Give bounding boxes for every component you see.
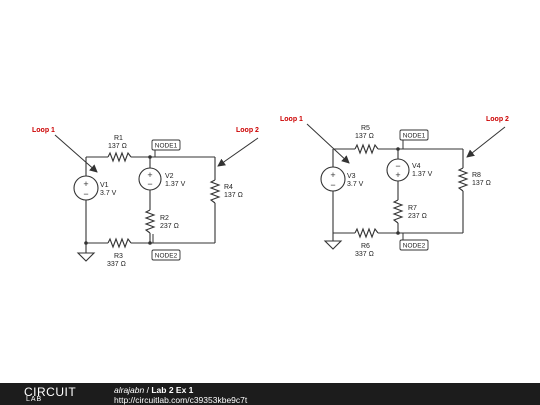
c1-node1-label: NODE1 xyxy=(155,143,178,150)
c2-v3-name: V3 xyxy=(347,173,356,180)
c2-voltage-source-v4-icon[interactable]: − + xyxy=(386,158,410,182)
schematic-canvas: + − + − Loop 1 Loop 2 R1 137 Ω V1 3.7 V … xyxy=(32,116,509,268)
circuit-2: + − − + Loop 1 Loop 2 R5 137 Ω V3 3.7 V … xyxy=(280,116,509,258)
schematic-title[interactable]: Lab 2 Ex 1 xyxy=(151,385,194,395)
c1-r2-value: 237 Ω xyxy=(160,223,179,230)
c2-v4-minus-sign: − xyxy=(395,161,400,171)
c1-junction-node2 xyxy=(148,241,152,245)
c1-v2-value: 1.37 V xyxy=(165,181,186,188)
c1-junction-node1 xyxy=(148,155,152,159)
c1-loop1-label: Loop 1 xyxy=(32,127,55,134)
c1-loop2-label: Loop 2 xyxy=(236,127,259,134)
circuitlab-logo-sub: LAB xyxy=(26,396,43,403)
c2-v4-plus-sign: + xyxy=(395,170,400,180)
c1-r2-name: R2 xyxy=(160,215,169,222)
c2-junction-node2 xyxy=(396,231,400,235)
author-link[interactable]: alrajabn xyxy=(114,385,145,395)
c2-loop2-label: Loop 2 xyxy=(486,116,509,123)
c2-r7-value: 237 Ω xyxy=(408,213,427,220)
footer-bar: CIRCUIT LAB alrajabn / Lab 2 Ex 1 http:/… xyxy=(0,383,540,405)
c2-r6-value: 337 Ω xyxy=(355,251,374,258)
c2-voltage-source-v3-icon[interactable]: + − xyxy=(320,166,346,192)
c1-node2-tag[interactable]: NODE2 xyxy=(151,249,181,261)
c1-v1-plus-sign: + xyxy=(83,179,88,189)
c2-loop1-label: Loop 1 xyxy=(280,116,303,123)
c1-r1-name: R1 xyxy=(114,135,123,142)
c1-v1-minus-sign: − xyxy=(83,189,88,199)
c1-resistor-r2-icon[interactable] xyxy=(144,209,156,234)
c1-loop1-arrow xyxy=(54,134,98,173)
c1-voltage-source-v2-icon[interactable]: + − xyxy=(138,167,162,191)
c1-loop2-arrow xyxy=(217,137,259,167)
c2-r6-name: R6 xyxy=(361,243,370,250)
c1-node2-label: NODE2 xyxy=(155,253,178,260)
schematic-url-link[interactable]: http://circuitlab.com/c39353kbe9c7t xyxy=(114,395,248,405)
c2-loop1-arrow xyxy=(306,123,350,164)
c2-r8-value: 137 Ω xyxy=(472,180,491,187)
c2-v4-value: 1.37 V xyxy=(412,171,433,178)
c2-loop2-arrow xyxy=(466,126,506,158)
c2-junction-node1 xyxy=(396,147,400,151)
c1-r3-name: R3 xyxy=(114,253,123,260)
c1-v2-name: V2 xyxy=(165,173,174,180)
c2-v4-name: V4 xyxy=(412,163,421,170)
c2-v3-plus-sign: + xyxy=(330,170,335,180)
c1-v1-name: V1 xyxy=(100,182,109,189)
c1-v2-plus-sign: + xyxy=(147,170,152,180)
c1-r4-value: 137 Ω xyxy=(224,192,243,199)
c2-r7-name: R7 xyxy=(408,205,417,212)
c1-node1-tag[interactable]: NODE1 xyxy=(151,139,181,151)
c2-node1-tag[interactable]: NODE1 xyxy=(399,129,429,141)
schematic-credit: alrajabn / Lab 2 Ex 1 xyxy=(114,385,193,395)
c2-r5-name: R5 xyxy=(361,125,370,132)
c2-node2-label: NODE2 xyxy=(403,243,426,250)
c2-r5-value: 137 Ω xyxy=(355,133,374,140)
c1-junction-ground xyxy=(84,241,88,245)
c1-r3-value: 337 Ω xyxy=(107,261,126,268)
c2-ground-icon xyxy=(323,240,343,250)
c2-resistor-r7-icon[interactable] xyxy=(392,199,404,224)
c1-resistor-r3-icon[interactable] xyxy=(107,237,132,249)
c2-v3-minus-sign: − xyxy=(330,180,335,190)
circuitlab-logo[interactable]: CIRCUIT xyxy=(24,385,77,399)
c1-v1-value: 3.7 V xyxy=(100,190,117,197)
c1-voltage-source-v1-icon[interactable]: + − xyxy=(73,175,99,201)
c2-resistor-r6-icon[interactable] xyxy=(354,227,379,239)
c1-resistor-r1-icon[interactable] xyxy=(107,151,132,163)
c1-r4-name: R4 xyxy=(224,184,233,191)
c1-r1-value: 137 Ω xyxy=(108,143,127,150)
c2-r8-name: R8 xyxy=(472,172,481,179)
c2-node2-tag[interactable]: NODE2 xyxy=(399,239,429,251)
c2-v3-value: 3.7 V xyxy=(347,181,364,188)
c1-ground-icon xyxy=(76,252,96,262)
c2-resistor-r5-icon[interactable] xyxy=(354,143,379,155)
c2-node1-label: NODE1 xyxy=(403,133,426,140)
c1-v2-minus-sign: − xyxy=(147,179,152,189)
c1-resistor-r4-icon[interactable] xyxy=(209,179,221,204)
c2-resistor-r8-icon[interactable] xyxy=(457,167,469,192)
circuit-1: + − + − Loop 1 Loop 2 R1 137 Ω V1 3.7 V … xyxy=(32,127,259,268)
credit-separator: / xyxy=(144,385,152,395)
